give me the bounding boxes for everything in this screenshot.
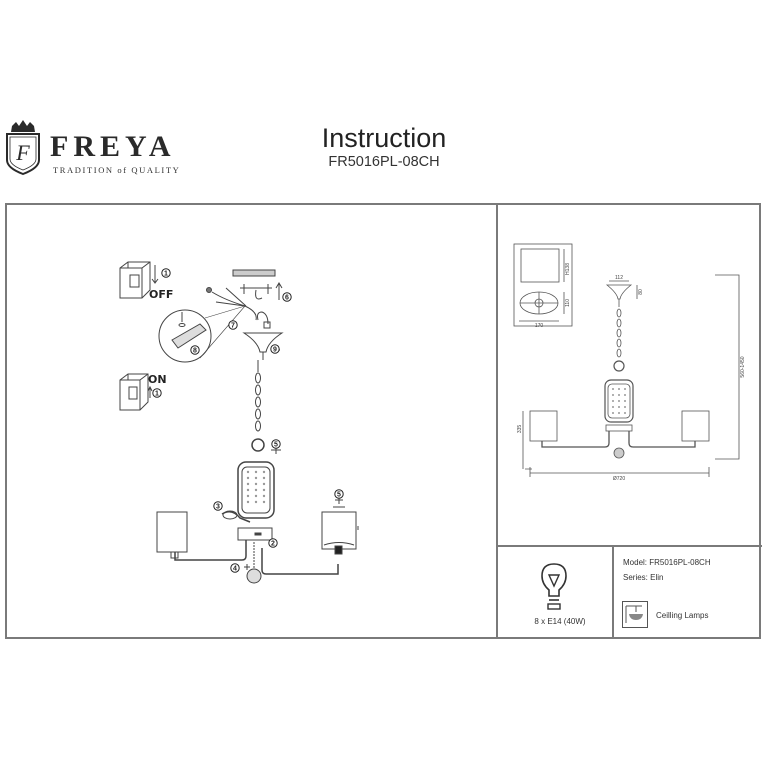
model-spec: Model: FR5016PL-08CH <box>623 558 711 567</box>
ceiling-icon <box>232 269 276 277</box>
assembly-diagram: 1 1 2 3 4 5 5 6 7 8 9 <box>119 261 359 584</box>
step-9-label: 9 <box>273 347 277 354</box>
panel-divider <box>496 203 498 639</box>
crystal-cage-icon <box>237 461 275 519</box>
dimension-drawing: H138 110 170 112 80 560-1450 335 Ø720 <box>513 243 746 482</box>
step-3-label: 3 <box>216 504 220 511</box>
step-4-label: 4 <box>233 566 237 573</box>
shade-height-label: H138 <box>565 263 571 275</box>
canopy-icon <box>242 332 284 353</box>
switch-on-label: ON <box>148 373 167 386</box>
chain-icon <box>251 360 265 452</box>
diameter-label: Ø720 <box>613 476 625 482</box>
step-2-label: 2 <box>271 541 275 548</box>
step-1-label: 1 <box>164 271 168 278</box>
switch-off-icon <box>119 261 159 299</box>
step-7-label: 7 <box>231 323 235 330</box>
content-frame <box>5 203 761 639</box>
crest-icon: F <box>6 120 40 176</box>
step-1b-label: 1 <box>155 391 159 398</box>
switch-on-icon <box>119 373 153 411</box>
spec-column-divider <box>612 545 614 639</box>
shade-dimension-icon <box>513 243 573 327</box>
left-shade-icon <box>156 511 188 553</box>
shade-width-label: 170 <box>535 323 544 329</box>
left-arm-icon <box>174 540 247 561</box>
spec-divider <box>497 545 762 547</box>
series-spec: Series: Elin <box>623 573 664 582</box>
right-arm-icon <box>261 548 339 575</box>
crest-letter: F <box>15 140 30 165</box>
step-5b-label: 5 <box>274 442 278 449</box>
arm-height-label: 335 <box>517 425 523 434</box>
switch-off-label: OFF <box>149 288 174 301</box>
page-title: Instruction <box>321 123 447 153</box>
step-markers: 1 1 2 3 4 5 5 6 7 8 9 <box>152 268 344 573</box>
step-8-label: 8 <box>193 348 197 355</box>
right-shade-icon <box>321 511 357 550</box>
freya-logo: F FREYA TRADITION of QUALITY <box>4 120 179 180</box>
canopy-width-label: 112 <box>615 275 623 281</box>
canopy-height-label: 80 <box>638 289 644 295</box>
step-6-label: 6 <box>285 295 289 302</box>
total-height-label: 560-1450 <box>740 356 746 377</box>
ceiling-lamp-icon <box>622 601 648 628</box>
model-code: FR5016PL-08CH <box>328 154 440 170</box>
brand-tagline: TRADITION of QUALITY <box>53 165 181 175</box>
bulb-spec: 8 x E14 (40W) <box>534 617 586 626</box>
step-5-label: 5 <box>337 492 341 499</box>
bulb-icon <box>541 563 567 610</box>
category-label: Ceilling Lamps <box>656 611 709 620</box>
brand-name: FREYA <box>50 130 176 163</box>
shade-base-label: 110 <box>565 299 571 307</box>
